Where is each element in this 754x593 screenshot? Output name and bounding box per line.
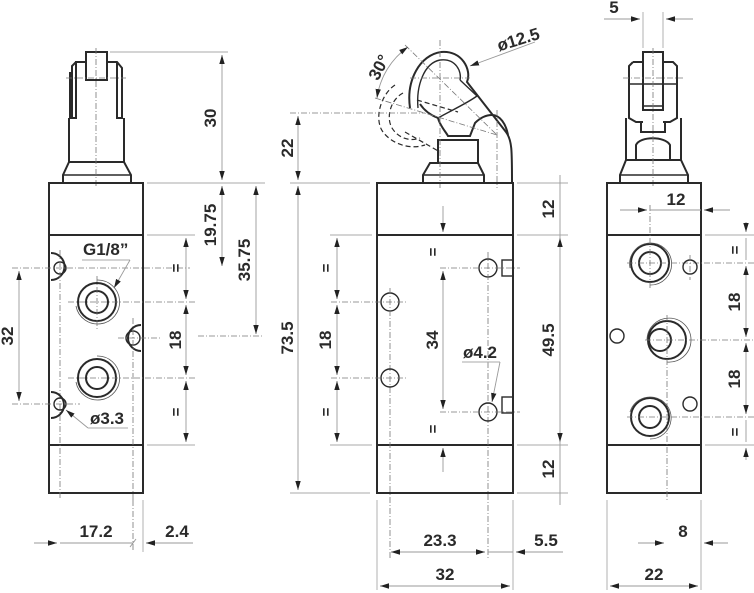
front-body <box>376 182 514 494</box>
thread-leader <box>82 259 131 289</box>
right-dim-12: 12 <box>667 190 686 209</box>
plunger <box>437 139 479 164</box>
dim-30-deg: 30° <box>365 51 394 83</box>
roller-tip <box>85 51 108 81</box>
dim-32: 32 <box>0 327 17 346</box>
front-hole-right-2 <box>440 396 520 422</box>
right-eq-bottom: = <box>727 427 744 436</box>
dim-35-75: 35.75 <box>235 239 254 282</box>
front-dim-18: 18 <box>316 331 335 350</box>
right-port-3 <box>627 396 754 440</box>
front-view: 30° ø12.5 22 <box>278 24 568 590</box>
front-eq-mid-bottom: = <box>425 424 442 433</box>
front-eq-mid-top: = <box>425 247 442 256</box>
plunger-base <box>422 162 485 184</box>
front-dim-49-5: 49.5 <box>539 323 558 356</box>
eq-bottom: = <box>168 407 185 416</box>
dim-30: 30 <box>201 109 220 128</box>
mount-hole-leader <box>65 409 128 429</box>
front-eq-left-top: = <box>318 263 335 272</box>
dim-roller-dia: ø12.5 <box>495 24 542 55</box>
actuator-fork-edge <box>71 61 77 118</box>
hole-dia-leader <box>491 361 501 403</box>
front-eq-left-bottom: = <box>318 407 335 416</box>
left-mount-hole-bottom <box>12 391 80 419</box>
left-actuator <box>62 48 132 188</box>
front-dim-34: 34 <box>423 330 442 349</box>
right-dim-18-1: 18 <box>725 293 744 312</box>
front-hole-left-2 <box>331 368 407 388</box>
dim-73-5: 73.5 <box>278 321 297 354</box>
right-eq-top: = <box>727 245 744 254</box>
hole-dia-label: ø4.2 <box>463 343 497 362</box>
actuator-fork-right <box>107 61 123 119</box>
left-port-1 <box>68 276 195 330</box>
left-side-port <box>118 318 262 500</box>
front-dim-12-bottom: 12 <box>539 460 558 479</box>
front-dim-32: 32 <box>436 565 455 584</box>
right-actuator <box>619 48 689 188</box>
right-side-view: 5 <box>604 0 754 590</box>
actuator-fork-left <box>69 61 86 119</box>
front-dim-12-top: 12 <box>539 200 558 219</box>
mount-hole-dia-label: ø3.3 <box>90 409 124 428</box>
dim-30deg-arc <box>375 46 409 99</box>
right-small-hole-1 <box>682 255 698 280</box>
right-dim-8: 8 <box>678 522 687 541</box>
front-dim-5-5: 5.5 <box>534 531 558 550</box>
front-hole-left-1 <box>331 288 407 560</box>
dim-17-2: 17.2 <box>79 522 112 541</box>
front-dim-23-3: 23.3 <box>423 531 456 550</box>
right-small-hole-2 <box>609 328 625 344</box>
actuator-stem <box>68 118 125 163</box>
right-dim-5: 5 <box>609 0 618 17</box>
dim-18: 18 <box>166 331 185 350</box>
dim-roller-dia-leader <box>469 41 536 67</box>
right-port-1 <box>627 205 754 290</box>
right-dim-22: 22 <box>645 565 664 584</box>
front-hole-right-1 <box>440 252 520 560</box>
thread-label: G1/8” <box>83 240 128 259</box>
left-side-view: G1/8” ø3.3 30 19.75 35.75 32 = 18 = <box>0 48 265 552</box>
dim-tick <box>129 538 137 548</box>
left-mount-hole-top <box>12 250 190 500</box>
left-port-2 <box>68 355 195 401</box>
eq-top: = <box>168 263 185 272</box>
right-small-hole-3 <box>682 396 698 412</box>
dim-22: 22 <box>278 139 297 158</box>
front-roller-lever <box>374 40 513 188</box>
right-port-2 <box>645 315 754 500</box>
right-body <box>606 182 702 494</box>
dim-2-4: 2.4 <box>165 522 189 541</box>
actuator-base <box>62 161 132 184</box>
dim-19-75: 19.75 <box>201 204 220 247</box>
right-dim-18-2: 18 <box>725 370 744 389</box>
